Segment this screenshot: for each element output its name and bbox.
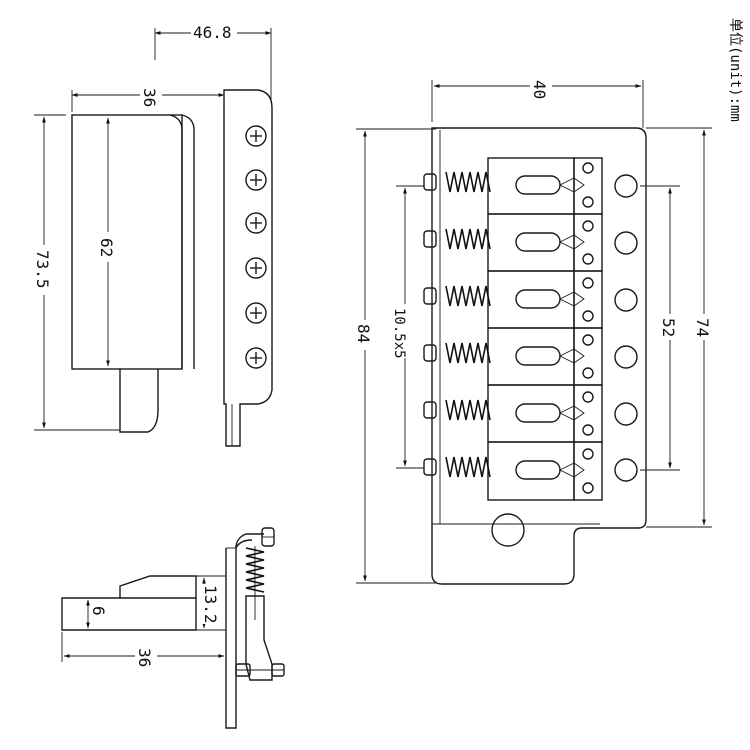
dim-saddle-spacing: 10.5x5	[391, 308, 407, 359]
dim-top-inner: 36	[140, 88, 159, 107]
dim-side-height: 73.5	[33, 250, 52, 289]
saddle-row-3	[423, 270, 638, 329]
dim-front-height: 84	[354, 324, 373, 343]
screw-head-icons	[245, 125, 267, 369]
dim-front-width: 40	[530, 80, 549, 99]
dim-top-width: 46.8	[193, 23, 232, 42]
saddle-row-1	[423, 157, 638, 215]
dim-plate-height: 74	[693, 318, 712, 337]
unit-label: 单位(unit):mm	[727, 18, 743, 122]
saddle-row-6	[423, 441, 638, 501]
dim-side-inner: 62	[97, 238, 116, 257]
saddle-row-5	[423, 384, 638, 443]
dim-bottom-width: 36	[135, 648, 154, 667]
dim-hole-span: 52	[659, 318, 678, 337]
bottom-view: 6 13.2 36	[61, 527, 285, 729]
dim-bottom-height: 13.2	[201, 585, 220, 624]
dim-bottom-small: 6	[89, 606, 108, 616]
side-view: 46.8 36 73.5 62	[33, 23, 273, 447]
front-view: 40 84 10.5x5 52 74	[354, 76, 714, 585]
saddle-row-4	[423, 327, 638, 386]
saddle-row-2	[423, 213, 638, 272]
